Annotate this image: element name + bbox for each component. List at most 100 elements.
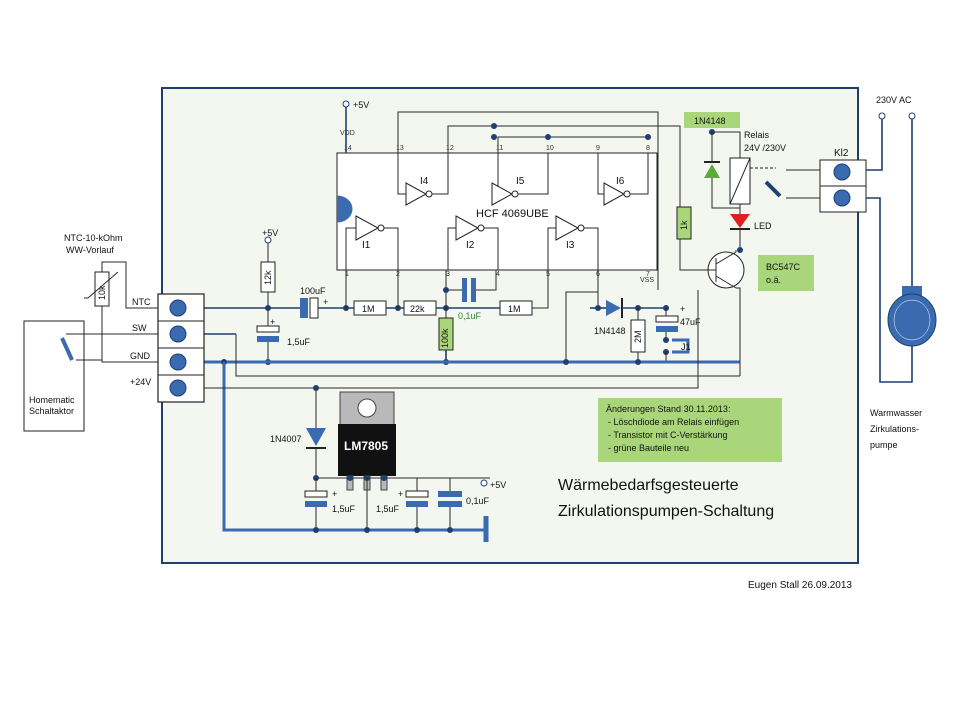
terminal-block-left <box>157 293 205 403</box>
changes-item-3: - grüne Bauteile neu <box>608 443 689 453</box>
cap-47uf-plate-a <box>655 315 679 323</box>
terminal-ntc-label: NTC <box>132 297 151 307</box>
ic-pin-9: 9 <box>596 145 600 152</box>
cap-47uf-plus: + <box>680 304 685 314</box>
transistor-label-2: o.ä. <box>766 275 781 285</box>
cap-100uf-plate-b <box>309 297 319 319</box>
inverter-i1-label: I1 <box>362 240 371 251</box>
feedback-wire-a <box>397 111 659 290</box>
inverter-i3-label: I3 <box>566 240 575 251</box>
ic-pin-11: 11 <box>496 145 503 152</box>
feedback-wire-c <box>497 136 648 153</box>
cap-0-1uf-green-a <box>462 278 467 302</box>
ic-notch <box>336 195 353 223</box>
resistor-2m-label: 2M <box>633 330 643 343</box>
ic-pin-14: 14 <box>344 145 352 152</box>
relay-label-2: 24V /230V <box>744 143 786 153</box>
homematic-label-1: Homematic <box>29 395 75 405</box>
cap-1-5uf-plus: + <box>270 317 275 327</box>
led-label: LED <box>754 221 772 231</box>
gnd-bus-lower <box>222 362 486 532</box>
inverter-i2: I2 <box>447 215 499 270</box>
diode-1n4148-relay-label: 1N4148 <box>694 116 726 126</box>
diode-1n4148 <box>606 300 621 316</box>
pump-label-1: Warmwasser <box>870 408 922 418</box>
diagram-title-2: Zirkulationspumpen-Schaltung <box>558 503 774 520</box>
ntc-label-2: WW-Vorlauf <box>66 245 114 255</box>
transistor-tag <box>758 255 814 291</box>
relay-contact <box>764 180 782 198</box>
terminal-kl2 <box>819 159 867 213</box>
ic-pin-12: 12 <box>446 145 454 152</box>
terminal-sw-label: SW <box>132 323 147 333</box>
resistor-1m-b-label: 1M <box>508 304 521 314</box>
inverter-i6: I6 <box>597 153 649 206</box>
cap-0-1uf-green-label: 0,1uF <box>458 311 482 321</box>
ic-pin-7: 7 <box>646 271 650 278</box>
ntc-label-1: NTC-10-kOhm <box>64 233 123 243</box>
ic-hcf4069: HCF 4069UBE VDD VSS 1 2 3 4 5 6 7 14 13 … <box>336 130 658 284</box>
homematic-switch <box>60 337 74 361</box>
ic-vdd-label: VDD <box>340 130 355 137</box>
diode-1n4148-relay <box>704 164 720 178</box>
ic-pin-4: 4 <box>496 271 500 278</box>
changes-item-2: - Transistor mit C-Verstärkung <box>608 430 728 440</box>
terminal-gnd-label: GND <box>130 351 151 361</box>
terminal-24v-label: +24V <box>130 377 151 387</box>
plus-24v-wire <box>204 290 699 389</box>
changes-note <box>598 398 782 462</box>
jumper-j1-label: J1 <box>681 342 691 352</box>
cap-47uf-label: 47uF <box>680 317 701 327</box>
cap-reg-out1-label: 1,5uF <box>376 504 400 514</box>
mains-voltage-label: 230V AC <box>876 95 912 105</box>
changes-item-1: - Löschdiode am Relais einfügen <box>608 417 739 427</box>
inverter-i1: I1 <box>345 215 399 270</box>
ic-pin-13: 13 <box>396 145 404 152</box>
pump-label-2: Zirkulations- <box>870 424 919 434</box>
ic-vss-label: VSS <box>640 277 654 284</box>
regulator-label: LM7805 <box>344 439 388 453</box>
inverter-i4-label: I4 <box>420 176 429 187</box>
diode-1n4007 <box>306 428 326 446</box>
resistor-12k-label: 12k <box>263 270 273 285</box>
cap-reg-in-plus: + <box>332 489 337 499</box>
homematic-box <box>23 320 85 432</box>
inverter-i3: I3 <box>547 215 599 270</box>
inverter-i2-label: I2 <box>466 240 475 251</box>
cap-1-5uf-label: 1,5uF <box>287 337 311 347</box>
resistor-1k-label: 1k <box>679 220 689 230</box>
resistor-1m-a-label: 1M <box>362 304 375 314</box>
cap-47uf-plate-b <box>656 326 678 332</box>
reg-5v-label: +5V <box>490 480 506 490</box>
ic-pin-10: 10 <box>546 145 554 152</box>
jumper-j1 <box>672 338 690 354</box>
feedback-wire-b <box>447 125 706 271</box>
inverter-i5: I5 <box>491 153 549 206</box>
inverter-i4: I4 <box>397 153 449 206</box>
resistor-100k-label: 100k <box>440 328 450 348</box>
vdd-supply-label: +5V <box>353 100 369 110</box>
cap-100uf-plus: + <box>323 297 328 307</box>
diagram-title-1: Wärmebedarfsgesteuerte <box>558 477 739 494</box>
kl2-label: Kl2 <box>834 148 849 159</box>
ic-pin-1: 1 <box>345 271 349 278</box>
resistor-22k-label: 22k <box>410 304 425 314</box>
sw-wire <box>235 334 740 377</box>
transistor-label-1: BC547C <box>766 262 801 272</box>
homematic-label-2: Schaltaktor <box>29 406 74 416</box>
relay-label-1: Relais <box>744 130 770 140</box>
ntc-resistor-label: 10k <box>97 285 107 300</box>
cap-reg-out2-label: 0,1uF <box>466 496 490 506</box>
led-red <box>730 214 750 228</box>
cap-100uf-plate-a <box>300 298 308 318</box>
ic-pin-8: 8 <box>646 145 650 152</box>
inverter-i5-label: I5 <box>516 176 525 187</box>
diode-1n4007-label: 1N4007 <box>270 434 302 444</box>
author-credit: Eugen Stall 26.09.2013 <box>748 580 852 591</box>
inverter-i6-label: I6 <box>616 176 625 187</box>
pump-label-3: pumpe <box>870 440 898 450</box>
ic-label: HCF 4069UBE <box>476 208 549 220</box>
changes-title: Änderungen Stand 30.11.2013: <box>606 404 730 414</box>
cap-reg-in-label: 1,5uF <box>332 504 356 514</box>
